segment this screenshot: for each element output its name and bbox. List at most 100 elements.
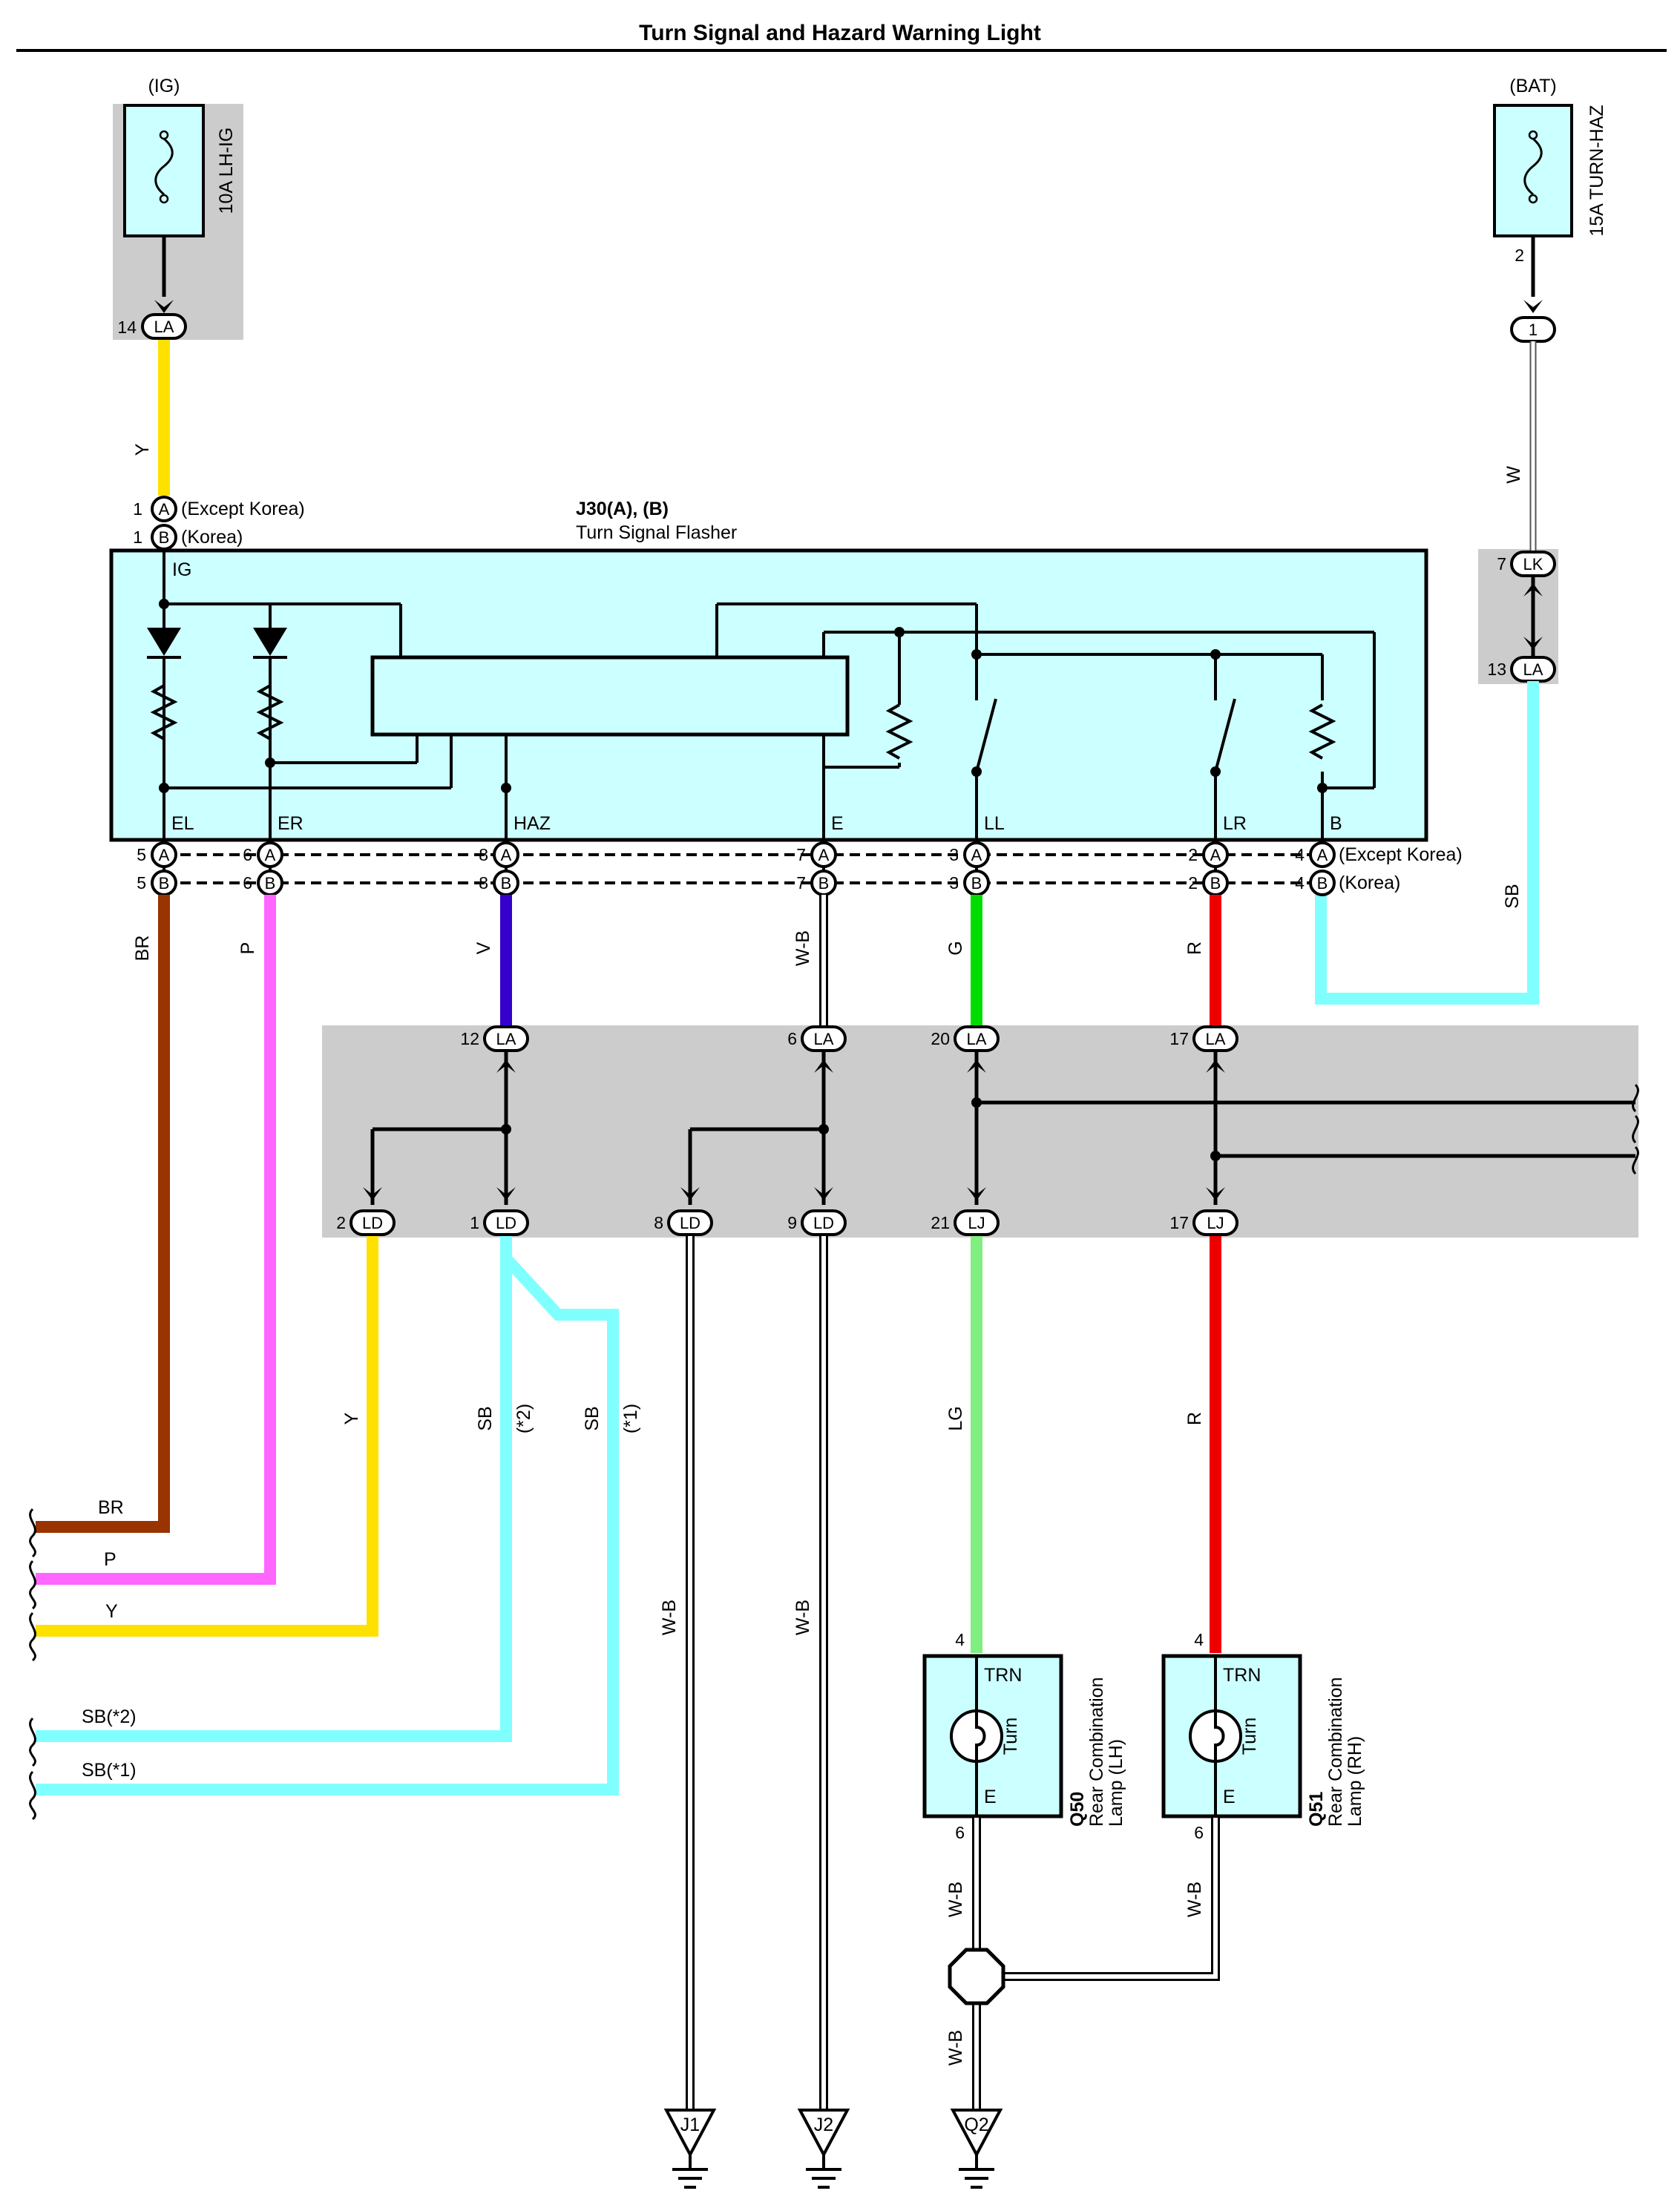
wire-sb2-note: (*2) [513,1404,534,1433]
wire-sb1-label: SB [582,1406,603,1430]
wire-wb-ld8-label: W-B [659,1600,680,1635]
ground-label: J1 [680,2115,700,2135]
terminal-pin-number: 4 [1295,873,1305,893]
terminal-pin-number: 8 [479,845,488,864]
terminal-pin-conn: A [159,846,170,864]
connector-ld2-code: LD [362,1214,383,1232]
wire-wb-ld9-label: W-B [793,1600,813,1635]
terminal-pin-conn: A [971,846,982,864]
terminal-pin-number: 7 [796,845,806,864]
flasher-terminal-er: ER [278,813,303,834]
resistor-mid-icon [885,703,913,760]
connector-la6 [801,1025,847,1052]
connector-la13-pin: 13 [1487,660,1506,679]
lamp-name-1: Rear Combination [1086,1678,1107,1827]
connector-la12 [483,1025,529,1052]
terminal-pin-conn: B [159,874,170,893]
connector-lj21 [954,1209,1000,1236]
connector-la12-pin: 12 [460,1029,479,1048]
ig-fuse-name: 10A LH-IG [216,128,237,214]
connector-lj17-code: LJ [1207,1214,1224,1232]
terminal-pin-conn: A [501,846,512,864]
terminal-pin-conn: B [818,874,830,893]
flasher-terminal-b: B [1330,813,1342,834]
terminal-pin-conn: A [818,846,830,864]
flasher-junction-dots [159,599,1328,793]
lamp-terminal-trn: TRN [1223,1665,1261,1686]
bat-supply-label: (BAT) [1509,76,1556,96]
flasher-module [370,655,850,737]
junction-block-region [322,1025,1638,1238]
grounds-group: J1 J2 Q2 [663,2109,1003,2189]
break-mark [29,1717,36,1767]
terminal-pin-number: 4 [1295,845,1305,864]
connector-la20 [954,1025,1000,1052]
ig-supply-label: (IG) [148,76,180,96]
wire-br [36,895,170,1533]
diode-el-icon [147,628,181,656]
ground-icon [797,2109,850,2158]
terminal-pin-number: 2 [1188,873,1198,893]
lamp-name-2: Lamp (RH) [1345,1736,1365,1827]
lamp-name-2: Lamp (LH) [1106,1739,1126,1827]
flasher-terminal-lr: LR [1223,813,1247,834]
bulb-filament-icon [975,1711,986,1761]
wire-wb-e-label: W-B [793,930,813,966]
connector-la6-pin: 6 [787,1029,797,1048]
break-mark [29,1508,36,1558]
connector-la20-pin: 20 [931,1029,950,1048]
ground-icon [663,2109,717,2158]
lamp-terminal-e: E [1223,1787,1236,1807]
connector-bat1-code: 1 [1529,321,1538,339]
wire-w-bat-label: W [1503,466,1524,484]
terminal-pin-conn: A [265,846,276,864]
wire-sb2 [36,1236,512,1742]
flasher-ig-pin-a-conn: A [159,500,170,519]
connector-ld8-code: LD [680,1214,700,1232]
connector-la20-code: LA [967,1030,987,1048]
lamp-bulb-label: Turn [1239,1718,1260,1755]
ground-label: J2 [814,2115,833,2135]
connector-la14-pin: 14 [117,318,137,337]
terminal-pin-conn: B [265,874,276,893]
fuse-icon-bat [1523,137,1543,196]
lamp-name-1: Rear Combination [1325,1678,1346,1827]
terminal-pin-number: 3 [949,873,959,893]
flasher-pin-ig-label: IG [172,559,191,580]
wire-sb-b-label: SB [1502,884,1523,908]
flasher-ig-pin-b-number: 1 [133,528,142,547]
terminal-pin-conn: A [1210,846,1221,864]
resistor-er-icon [256,684,284,740]
terminal-pin-number: 7 [796,873,806,893]
fuse-icon-bat-bottom [1528,194,1538,204]
resistor-b-icon [1308,703,1336,760]
ground-icon [950,2109,1003,2158]
wire-lg-label: LG [945,1406,966,1430]
wire-y-ld-label: Y [341,1412,362,1425]
flasher-ig-pin-a [151,496,177,522]
terminal-pin-number: 6 [243,873,252,893]
lamp-terminal-trn: TRN [984,1665,1022,1686]
terminal-pin-conn: B [1210,874,1221,893]
left-exit-label: BR [98,1497,124,1518]
connector-ld8-pin: 8 [654,1213,663,1232]
connector-ld2-pin: 2 [336,1213,346,1232]
connector-lk7-pin: 7 [1497,554,1506,574]
break-mark-junction [1632,1083,1639,1175]
connector-lj17-pin: 17 [1169,1213,1189,1232]
diagram-title: Turn Signal and Hazard Warning Light [639,21,1041,45]
ground-label: Q2 [964,2115,988,2135]
break-mark [29,1611,36,1662]
terminal-pin-b [1309,870,1336,896]
flasher-terminal-haz: HAZ [513,813,551,834]
lamp-id: Q50 [1067,1792,1088,1827]
wire-p-label: P [237,942,258,955]
connector-la6-code: LA [814,1030,834,1048]
wire-wb-q51-label: W-B [1184,1882,1205,1917]
terminal-pin-conn: B [501,874,512,893]
lamp-pin-top: 4 [1194,1630,1204,1649]
flasher-ig-pin-a-note: (Except Korea) [181,499,305,519]
junction-block-dots [501,1097,1221,1161]
